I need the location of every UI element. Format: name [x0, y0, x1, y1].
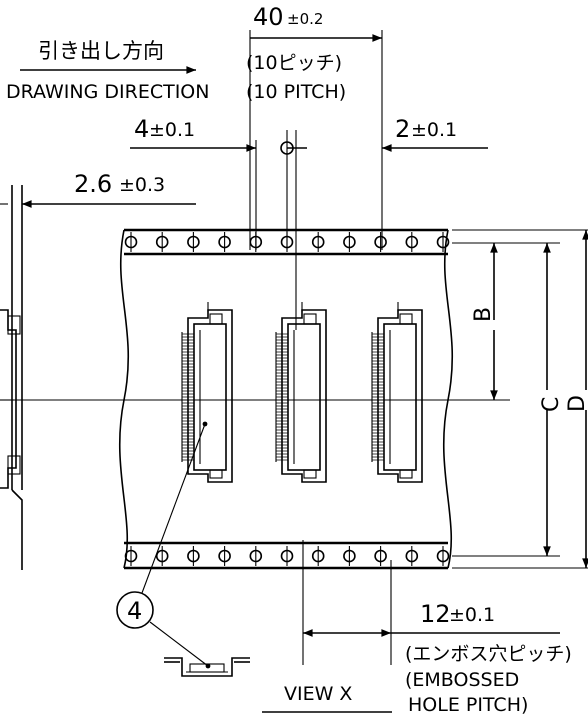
sprocket-hole — [374, 546, 387, 566]
sprocket-hole — [436, 232, 450, 252]
sprocket-holes-bottom — [124, 546, 450, 566]
hole-symbol-top — [280, 141, 294, 155]
side-view — [0, 185, 23, 570]
view-x: VIEW X — [164, 657, 392, 713]
sprocket-hole — [218, 546, 231, 566]
callout-number: 4 — [127, 597, 142, 625]
carrier-tape — [0, 228, 510, 570]
dim-12-jp: (エンボス穴ピッチ) — [405, 643, 572, 665]
view-x-label: VIEW X — [284, 683, 352, 705]
view-x-pocket — [164, 657, 250, 677]
callout-circle — [116, 591, 154, 629]
sprocket-hole — [405, 232, 419, 252]
sprocket-hole — [311, 546, 325, 566]
direction-jp-text: 引き出し方向 — [38, 39, 164, 63]
tape-right-edge — [442, 229, 454, 569]
pitch-40-value: 40 — [253, 3, 284, 31]
dim-26-tolerance: ±0.3 — [119, 174, 165, 196]
tape-left-edge — [118, 229, 130, 569]
pitch-40-tolerance: ±0.2 — [287, 10, 323, 28]
dim-12-value: 12 — [420, 600, 451, 628]
side-view-pocket — [0, 309, 17, 489]
dim-2-dimension: 2 ±0.1 — [382, 115, 488, 152]
dim-d-label: D — [565, 395, 588, 412]
dim-26-value: 2.6 — [74, 170, 112, 198]
bcd-dimensions: B C D — [452, 229, 588, 569]
sprocket-hole — [436, 546, 450, 566]
side-view-bottom — [11, 489, 23, 570]
sprocket-hole — [311, 232, 325, 252]
sprocket-hole — [374, 232, 387, 252]
dim-4-tolerance: ±0.1 — [149, 119, 195, 141]
dim-4-dimension: 4 ±0.1 — [130, 115, 307, 152]
pitch-40-jp: (10ピッチ) — [246, 52, 342, 74]
sprocket-hole — [155, 232, 169, 252]
dim-b-label: B — [471, 307, 496, 322]
pitch-40-dimension: 40 ±0.2 (10ピッチ) (10 PITCH) — [246, 3, 382, 103]
dim-c-label: C — [539, 397, 564, 412]
direction-en-text: DRAWING DIRECTION — [6, 81, 209, 103]
drawing-direction-label: 引き出し方向 DRAWING DIRECTION — [6, 39, 209, 103]
pitch-40-en: (10 PITCH) — [246, 81, 346, 103]
side-view-part-bottom — [7, 455, 21, 475]
dim-4-value: 4 — [134, 115, 149, 143]
connector-part — [275, 302, 327, 483]
sprocket-hole — [187, 546, 200, 566]
sprocket-hole — [280, 546, 294, 566]
dim-12-en1: (EMBOSSED — [405, 669, 519, 691]
callout-dot-bottom — [205, 663, 211, 669]
sprocket-hole — [343, 232, 356, 252]
connector-part — [371, 302, 423, 483]
sprocket-hole — [155, 546, 169, 566]
extension-lines — [249, 30, 383, 330]
sprocket-hole — [187, 232, 200, 252]
dim-12-dimension: 12 ±0.1 (エンボス穴ピッチ) (EMBOSSED HOLE PITCH) — [302, 540, 572, 716]
callout-4: 4 — [116, 421, 211, 669]
connector-parts — [181, 302, 423, 483]
sprocket-hole — [343, 546, 356, 566]
connector-part — [181, 302, 233, 483]
callout-dot-top — [202, 421, 208, 427]
dim-2-tolerance: ±0.1 — [411, 119, 457, 141]
sprocket-hole — [405, 546, 419, 566]
sprocket-hole — [249, 546, 263, 566]
dim-12-tolerance: ±0.1 — [449, 604, 495, 626]
side-view-part-top — [7, 315, 21, 335]
sprocket-hole — [218, 232, 231, 252]
dim-26-dimension: 2.6 ±0.3 — [22, 170, 196, 208]
callout-leader-top — [141, 423, 206, 594]
sprocket-hole — [124, 546, 138, 566]
callout-leader-bottom — [149, 621, 209, 667]
sprocket-hole — [124, 232, 138, 252]
dim-2-value: 2 — [395, 115, 410, 143]
dim-12-en2: HOLE PITCH) — [408, 694, 528, 716]
